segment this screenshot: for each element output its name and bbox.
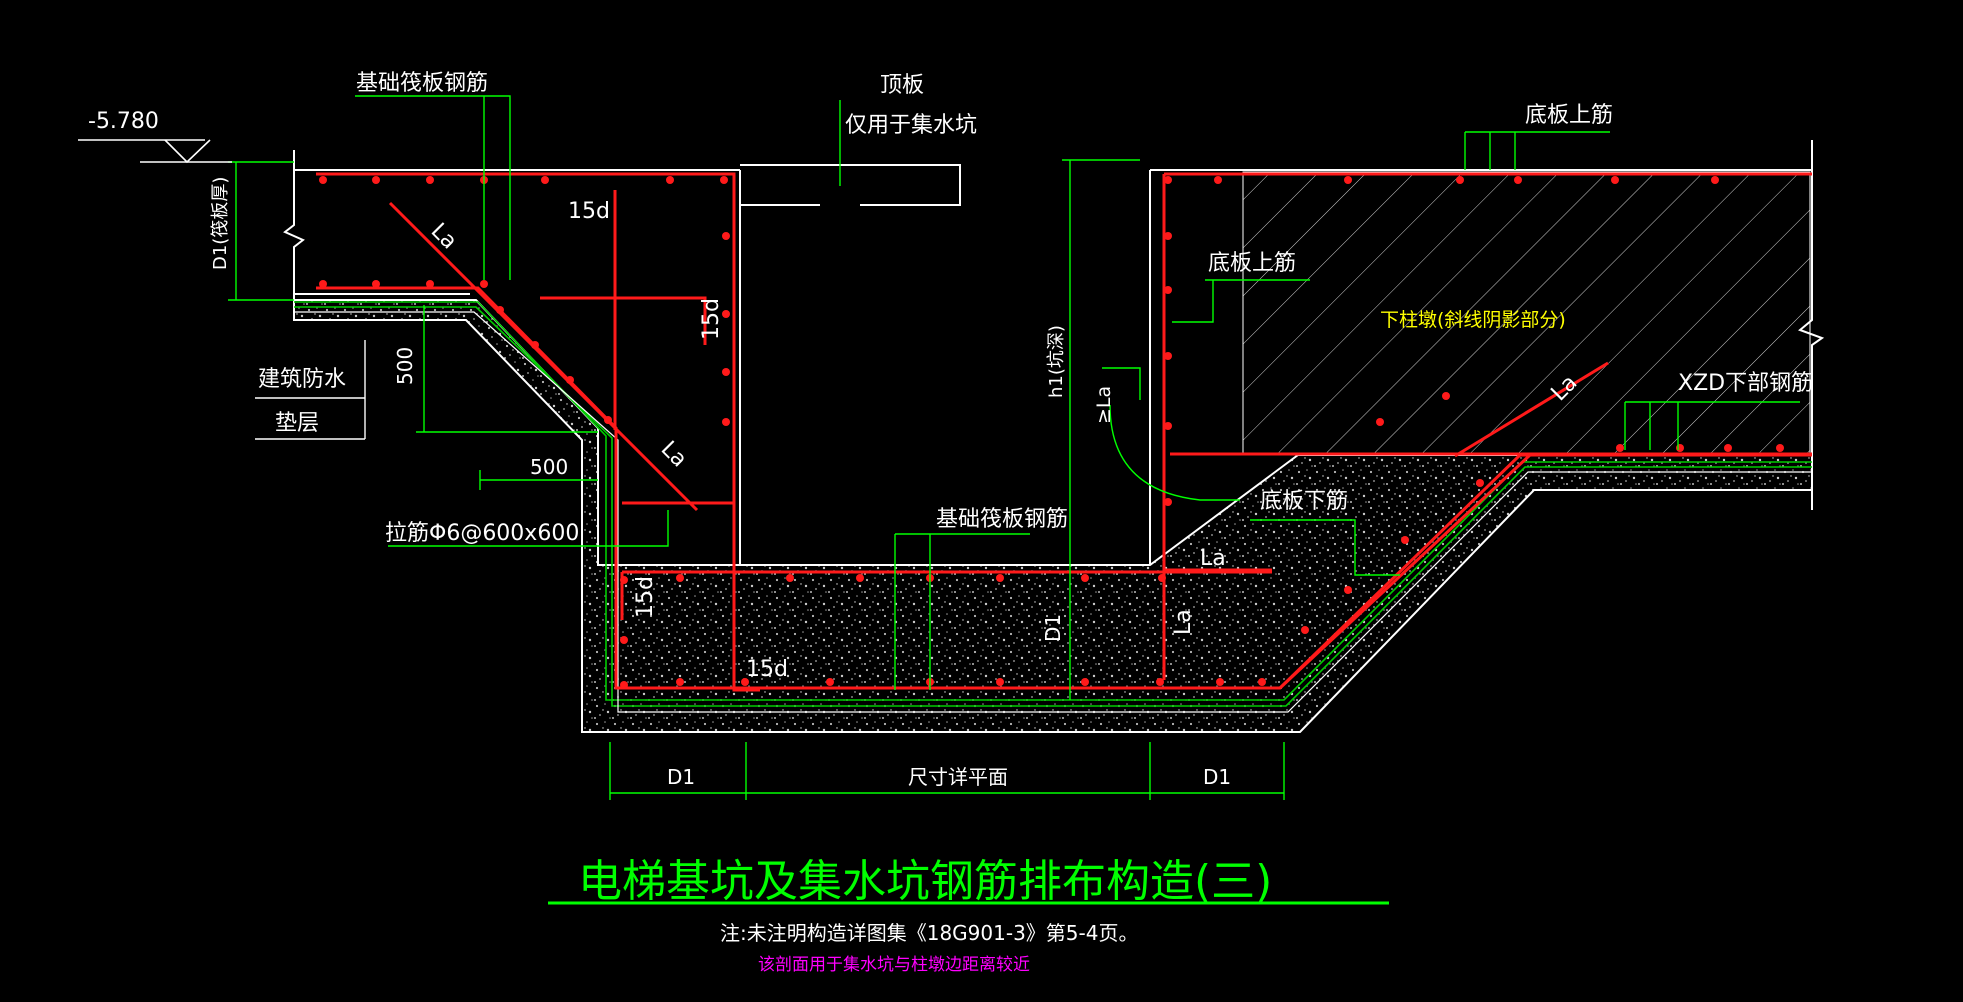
xzd-bar-label: XZD下部钢筋 (1678, 371, 1813, 396)
elevation-label: -5.780 (88, 109, 159, 134)
la-label-3: La (1200, 546, 1226, 571)
dim-500-vertical: 500 (393, 347, 417, 385)
leader-lines (228, 95, 1800, 800)
dim-plan: 尺寸详平面 (908, 765, 1008, 789)
h1-label: h1(坑深) (1046, 325, 1067, 398)
d15-label-4: 15d (746, 657, 788, 682)
elevation-mark (78, 139, 232, 164)
cushion-layer (293, 299, 1813, 733)
la-label-4: La (1171, 609, 1196, 635)
ge-la-label: ≥La (1093, 386, 1115, 424)
waterproof-label-box (255, 340, 366, 440)
dim-d1-right: D1 (1203, 765, 1231, 789)
dim-500-horizontal: 500 (530, 455, 568, 479)
drawing-title: 电梯基坑及集水坑钢筋排布构造(三) (578, 856, 1272, 907)
tie-bar-label: 拉筋Φ6@600x600 (385, 521, 579, 546)
bottom-top-bar-label-2: 底板上筋 (1208, 251, 1296, 276)
waterproof-label: 建筑防水 (258, 367, 346, 392)
note-1: 注:未注明构造详图集《18G901-3》第5-4页。 (720, 921, 1138, 945)
la-label-1: La (426, 219, 462, 255)
d15-label-3: 15d (633, 576, 658, 618)
top-slab-label: 顶板 (880, 73, 924, 98)
bottom-top-bar-label-1: 底板上筋 (1525, 103, 1613, 128)
la-label-2: La (656, 437, 692, 473)
pier-note-label: 下柱墩(斜线阴影部分) (1380, 309, 1566, 331)
raft-rebar-mid-label: 基础筏板钢筋 (936, 507, 1068, 532)
top-slab-note-label: 仅用于集水坑 (845, 113, 977, 138)
d15-label-1: 15d (568, 199, 610, 224)
d15-label-2: 15d (699, 298, 724, 340)
pier-hatch-region (1242, 171, 1811, 455)
labels: -5.780 基础筏板钢筋 顶板 仅用于集水坑 底板上筋 底板上筋 底板下筋 下… (88, 71, 1813, 789)
raft-rebar-top-label: 基础筏板钢筋 (356, 71, 488, 96)
bottom-bar-label: 底板下筋 (1260, 489, 1348, 514)
dim-d1-left: D1 (667, 765, 695, 789)
cushion-label: 垫层 (275, 411, 319, 436)
d1-raft-label: D1(筏板厚) (210, 177, 231, 270)
d1-mid-label: D1 (1041, 614, 1065, 642)
rebar-lines (316, 172, 1812, 692)
note-2: 该剖面用于集水坑与柱墩边距离较近 (758, 955, 1030, 975)
